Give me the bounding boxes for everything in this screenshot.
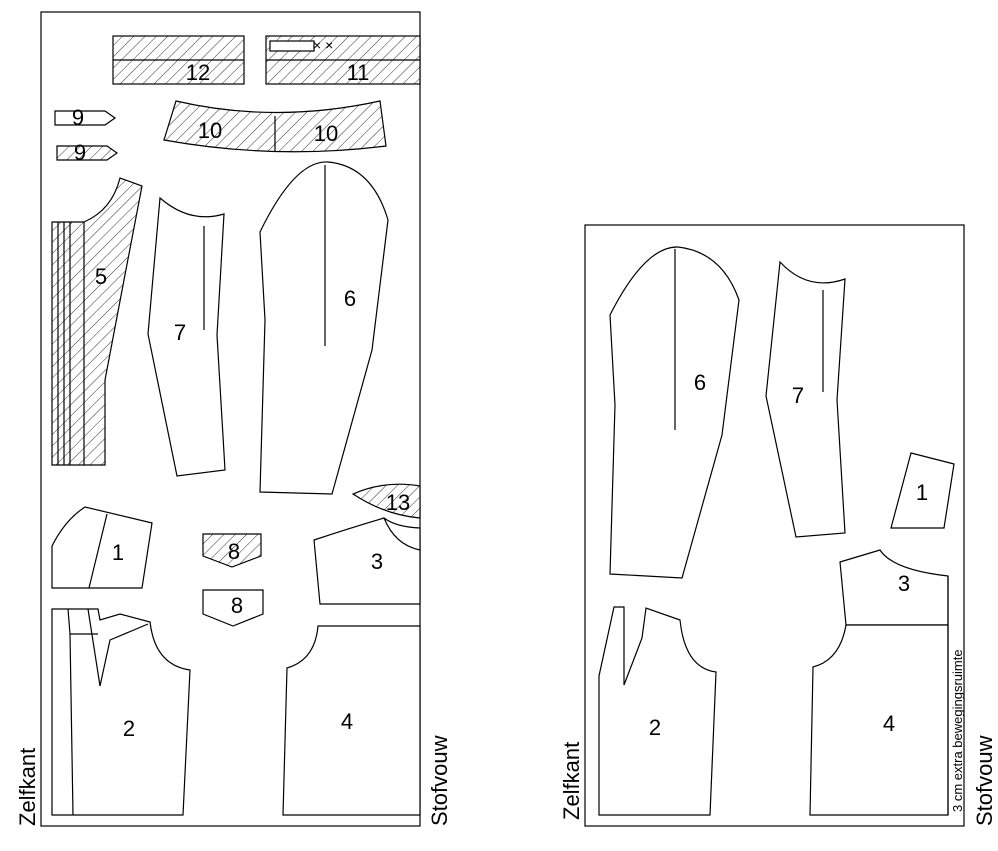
piece-5-label: 5 <box>95 264 107 289</box>
piece-2-right: 2 <box>598 606 717 816</box>
piece-6-right: 6 <box>609 246 740 579</box>
piece-8-b-label: 8 <box>231 593 243 618</box>
piece-4-right-label: 4 <box>883 711 895 736</box>
piece-5: 5 <box>51 177 143 466</box>
piece-8-a: 8 <box>202 533 262 568</box>
piece-6-label: 6 <box>344 286 356 311</box>
piece-9-a: 9 <box>54 105 117 130</box>
piece-10: 10 10 <box>163 100 387 153</box>
layout-left: 12 × × 11 9 9 10 10 <box>15 11 452 827</box>
piece-2: 2 <box>51 608 191 816</box>
piece-12: 12 <box>112 35 245 85</box>
fabric-outline-left <box>40 11 421 827</box>
piece-3-right: 3 <box>839 549 949 626</box>
piece-11: × × 11 <box>265 35 421 85</box>
piece-8-a-label: 8 <box>228 539 240 564</box>
piece-3-right-label: 3 <box>898 571 910 596</box>
piece-10-b-label: 10 <box>314 121 338 146</box>
piece-7: 7 <box>147 196 226 477</box>
selvedge-label-right: Zelfkant <box>559 742 584 820</box>
layout-right: 6 7 1 3 2 4 3 cm extra beweg <box>559 224 997 827</box>
piece-3: 3 <box>313 517 421 605</box>
piece-6: 6 <box>259 161 389 495</box>
piece-12-label: 12 <box>186 60 210 85</box>
piece-9-a-label: 9 <box>72 105 84 130</box>
piece-7-label: 7 <box>174 320 186 345</box>
piece-8-b: 8 <box>202 589 264 627</box>
ease-note: 3 cm extra bewegingsruimte <box>950 649 965 812</box>
piece-1-right-label: 1 <box>916 480 928 505</box>
fabric-outline-right <box>584 224 965 827</box>
piece-6-right-label: 6 <box>694 370 706 395</box>
piece-2-right-label: 2 <box>649 715 661 740</box>
piece-11-label: 11 <box>347 60 370 85</box>
piece-1: 1 <box>51 506 153 589</box>
piece-13: 13 <box>351 483 421 519</box>
piece-3-label: 3 <box>371 549 383 574</box>
piece-1-right: 1 <box>890 452 955 529</box>
fold-label-left: Stofvouw <box>427 735 452 826</box>
piece-13-label: 13 <box>386 490 410 515</box>
fold-label-right: Stofvouw <box>972 735 997 826</box>
piece-4-label: 4 <box>341 709 353 734</box>
piece-7-right-label: 7 <box>792 383 804 408</box>
piece-9-b-label: 9 <box>74 140 86 165</box>
piece-1-label: 1 <box>112 540 124 565</box>
selvedge-label-left: Zelfkant <box>15 748 40 826</box>
piece-2-label: 2 <box>123 716 135 741</box>
piece-10-a-label: 10 <box>198 118 222 143</box>
notch-marks: × × <box>313 37 333 53</box>
piece-9-b: 9 <box>56 140 119 165</box>
piece-4: 4 <box>282 625 421 816</box>
piece-4-right: 4 <box>809 624 949 816</box>
piece-7-right: 7 <box>765 260 846 538</box>
